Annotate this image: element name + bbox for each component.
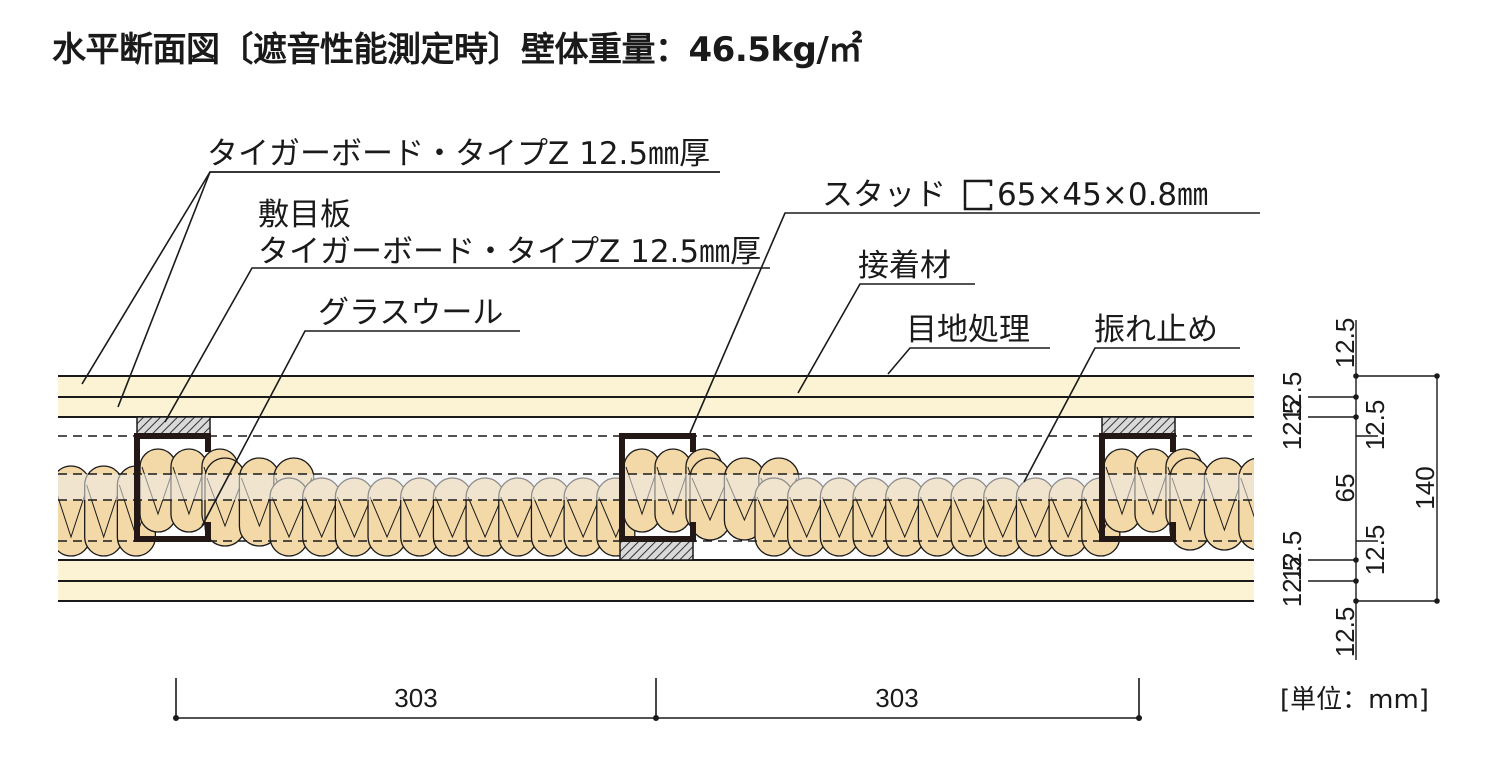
dim-total: 140 bbox=[1410, 466, 1440, 509]
label-stud-prefix: スタッド bbox=[822, 177, 946, 213]
dimension-dots bbox=[1353, 373, 1440, 604]
page-title: 水平断面図〔遮音性能測定時〕壁体重量：46.5kg/㎡ bbox=[52, 30, 862, 70]
dim-top-outer: 12.5 bbox=[1330, 318, 1360, 369]
glass-wool-fiber bbox=[1238, 457, 1254, 551]
dim-bottom-inner: 12.5 bbox=[1360, 525, 1390, 576]
label-stud-size: 65×45×0.8㎜ bbox=[997, 177, 1208, 213]
dim-bottom-outer: 12.5 bbox=[1330, 607, 1360, 658]
leader-lines bbox=[81, 171, 1260, 527]
dim-bottom-outer-left: 12.5 bbox=[1277, 557, 1307, 608]
stud-left bbox=[134, 433, 211, 542]
dim-top-outer-left: 12.5 bbox=[1277, 372, 1307, 423]
dashed-guides bbox=[58, 435, 1254, 542]
shim-center bbox=[619, 540, 694, 561]
channel-section-icon bbox=[963, 179, 991, 211]
outer-board-top bbox=[58, 376, 1254, 397]
label-joint: 目地処理 bbox=[906, 312, 1030, 348]
dim-spacing-right: 303 bbox=[875, 683, 918, 713]
brace-band bbox=[58, 474, 1254, 500]
dim-spacing-left: 303 bbox=[394, 683, 437, 713]
label-adhesive: 接着材 bbox=[858, 248, 951, 284]
dim-bottom-inner-left: 12.5 bbox=[1277, 531, 1307, 582]
stud-center bbox=[619, 433, 696, 542]
dim-stud-depth: 65 bbox=[1330, 474, 1360, 503]
studs bbox=[134, 433, 1176, 542]
boards bbox=[58, 375, 1254, 602]
label-glass-wool: グラスウール bbox=[318, 295, 503, 331]
outer-board-bottom bbox=[58, 581, 1254, 601]
label-base-board-line1: 敷目板 bbox=[258, 197, 351, 233]
spacing-dimension bbox=[175, 678, 1140, 720]
unit-note: [単位：mm] bbox=[1280, 685, 1429, 715]
dim-top-inner: 12.5 bbox=[1360, 400, 1390, 451]
label-outer-board: タイガーボード・タイプZ 12.5㎜厚 bbox=[207, 136, 710, 172]
label-brace: 振れ止め bbox=[1094, 312, 1218, 348]
label-base-board-line2: タイガーボード・タイプZ 12.5㎜厚 bbox=[258, 234, 761, 270]
inner-board-top bbox=[58, 397, 1254, 417]
stud-right bbox=[1099, 433, 1176, 542]
dim-top-inner-left: 12.5 bbox=[1277, 400, 1307, 451]
inner-board-bottom bbox=[58, 560, 1254, 581]
